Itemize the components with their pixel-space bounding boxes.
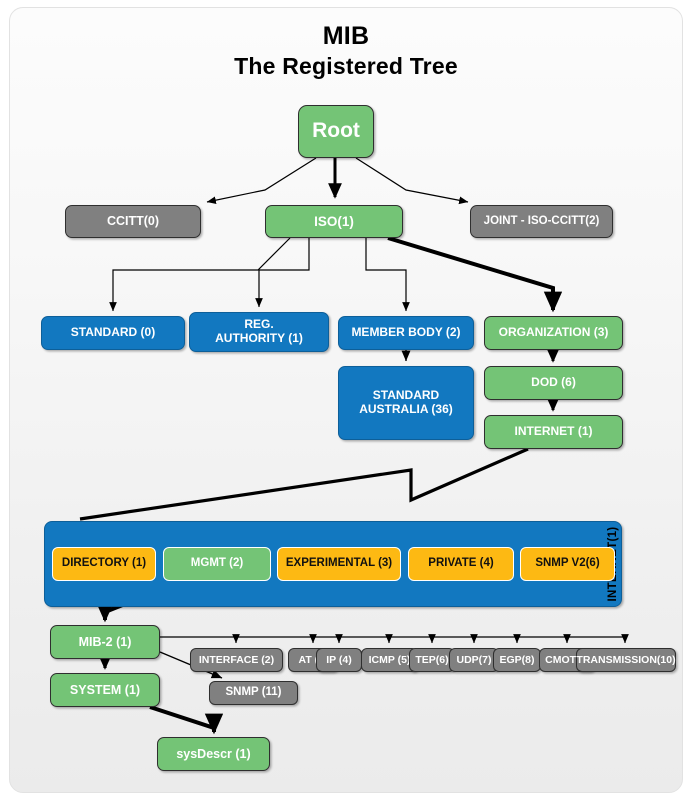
node-experimental[interactable]: EXPERIMENTAL (3) — [277, 547, 401, 581]
node-reg-authority-label: REG. AUTHORITY (1) — [215, 317, 303, 345]
node-private[interactable]: PRIVATE (4) — [408, 547, 514, 581]
node-standard-australia[interactable]: STANDARD AUSTRALIA (36) — [338, 366, 474, 440]
node-directory[interactable]: DIRECTORY (1) — [52, 547, 156, 581]
node-ccitt[interactable]: CCITT(0) — [65, 205, 201, 238]
node-joint-iso-ccitt[interactable]: JOINT - ISO-CCITT(2) — [470, 205, 613, 238]
node-sysdescr[interactable]: sysDescr (1) — [157, 737, 270, 771]
node-mgmt[interactable]: MGMT (2) — [163, 547, 271, 581]
node-system[interactable]: SYSTEM (1) — [50, 673, 160, 707]
node-member-body[interactable]: MEMBER BODY (2) — [338, 316, 474, 350]
node-snmp-v2[interactable]: SNMP V2(6) — [520, 547, 615, 581]
node-reg-authority[interactable]: REG. AUTHORITY (1) — [189, 312, 329, 352]
node-ip[interactable]: IP (4) — [316, 648, 362, 672]
node-icmp[interactable]: ICMP (5) — [361, 648, 418, 672]
node-iso[interactable]: ISO(1) — [265, 205, 403, 238]
node-standard-australia-label: STANDARD AUSTRALIA (36) — [359, 388, 453, 416]
node-organization[interactable]: ORGANIZATION (3) — [484, 316, 623, 350]
node-transmission[interactable]: TRANSMISSION(10) — [576, 648, 676, 672]
page-title: MIB — [322, 22, 370, 50]
node-udp[interactable]: UDP(7) — [449, 648, 499, 672]
page-subtitle: The Registered Tree — [234, 53, 458, 79]
node-root[interactable]: Root — [298, 105, 374, 158]
node-snmp-11[interactable]: SNMP (11) — [209, 681, 298, 705]
node-interface[interactable]: INTERFACE (2) — [190, 648, 283, 672]
node-internet[interactable]: INTERNET (1) — [484, 415, 623, 449]
node-dod[interactable]: DOD (6) — [484, 366, 623, 400]
node-egp[interactable]: EGP(8) — [493, 648, 541, 672]
node-mib-2[interactable]: MIB-2 (1) — [50, 625, 160, 659]
node-standard[interactable]: STANDARD (0) — [41, 316, 185, 350]
